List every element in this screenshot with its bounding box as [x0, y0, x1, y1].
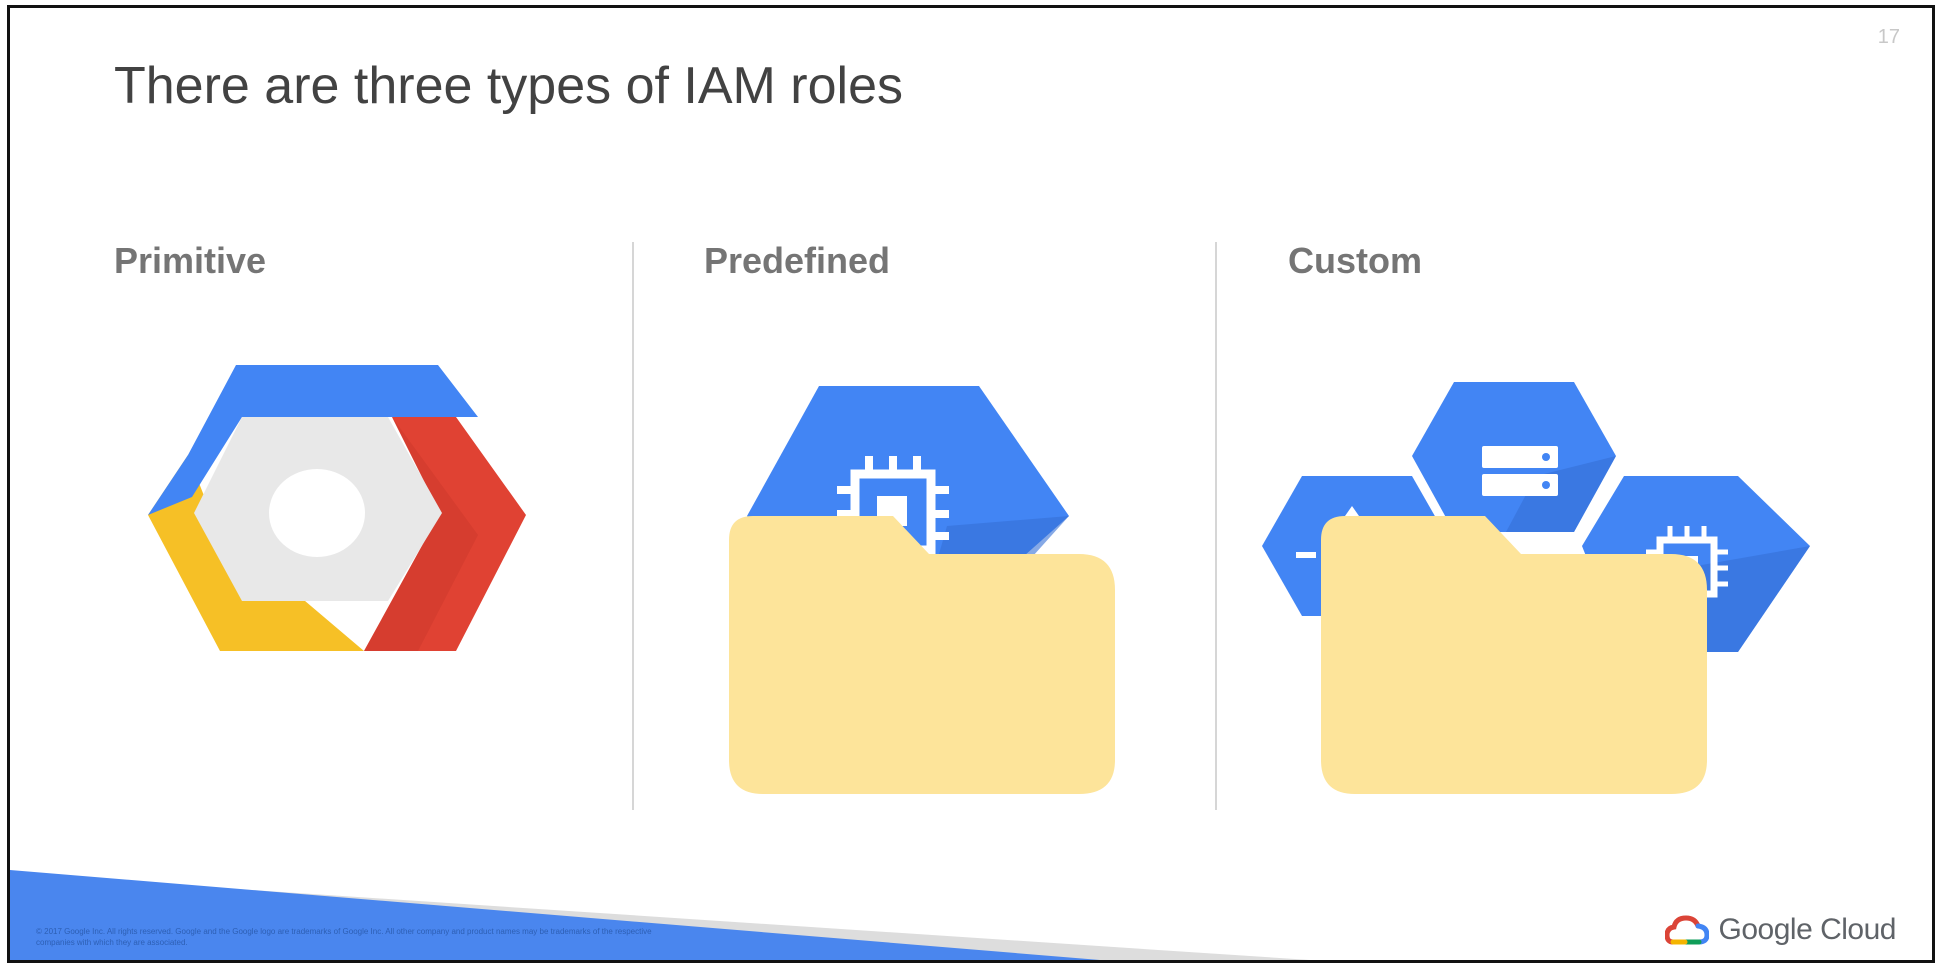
slide: 17 There are three types of IAM roles Pr… [7, 5, 1935, 963]
gcp-logo-icon [148, 365, 526, 651]
folder-icon [1321, 516, 1707, 794]
heading-custom: Custom [1288, 240, 1422, 281]
google-cloud-brand: Google Cloud [1664, 913, 1897, 947]
heading-primitive: Primitive [114, 240, 267, 281]
copyright-notice: © 2017 Google Inc. All rights reserved. … [36, 927, 652, 947]
slide-title: There are three types of IAM roles [114, 57, 904, 115]
footer-band [10, 870, 1310, 960]
column-divider [1215, 242, 1217, 810]
folder-icon [729, 516, 1115, 794]
slide-number: 17 [1877, 26, 1900, 48]
brand-name: Google Cloud [1718, 913, 1897, 946]
heading-predefined: Predefined [704, 240, 891, 281]
column-divider [632, 242, 634, 810]
google-cloud-logo-icon [1664, 915, 1709, 945]
